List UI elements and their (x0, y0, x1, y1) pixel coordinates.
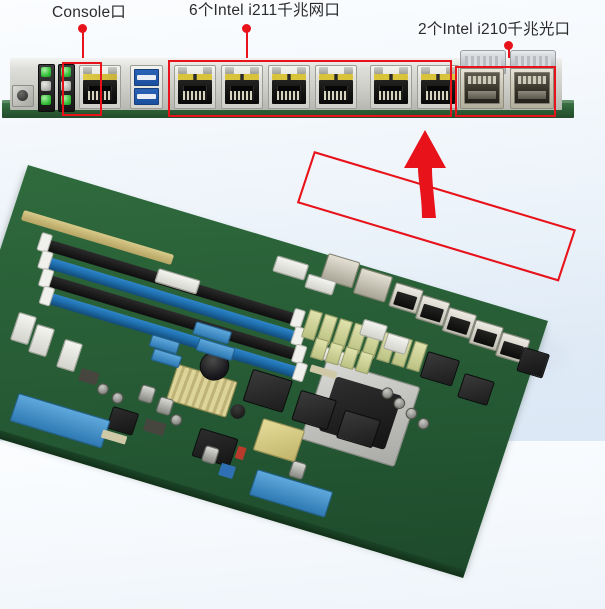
power-connector (272, 255, 310, 281)
front-panel-header (9, 393, 111, 449)
lan-port-5[interactable] (370, 65, 412, 109)
bios-chip (252, 418, 306, 463)
io-panel-closeup (2, 50, 574, 120)
status-led-stack-1 (38, 64, 55, 112)
usb3-stacked-ports[interactable] (130, 65, 163, 109)
zoom-callout-arrow (392, 118, 482, 218)
callout-label-console: Console口 (52, 4, 126, 21)
board-sfp-cage (352, 267, 394, 303)
motherboard-photo (0, 151, 588, 578)
controller-chip (419, 351, 461, 387)
board-io-block (516, 346, 551, 379)
led-indicator (61, 81, 71, 91)
scene: Console口 6个Intel i211千兆网口 2个Intel i210千兆… (0, 0, 605, 441)
led-indicator (41, 67, 51, 77)
highlight-box-i210 (455, 66, 556, 117)
leader-line-i211 (246, 31, 248, 62)
sfp-fiber-port-1[interactable] (460, 68, 504, 109)
leader-line-console (82, 31, 84, 64)
leader-dot-console (78, 24, 87, 33)
highlight-box-console (62, 62, 102, 116)
usb3-port[interactable] (134, 69, 159, 86)
led-indicator (61, 95, 71, 105)
highlight-box-i211 (168, 60, 452, 117)
callout-label-i211: 6个Intel i211千兆网口 (189, 2, 341, 19)
controller-chip (456, 373, 495, 406)
led-indicator (41, 95, 51, 105)
usb3-port[interactable] (134, 88, 159, 105)
led-indicator (41, 81, 51, 91)
lan-port-2[interactable] (221, 65, 263, 109)
callout-label-i210: 2个Intel i210千兆光口 (418, 21, 571, 38)
leader-dot-i211 (242, 24, 251, 33)
reset-button[interactable] (12, 85, 34, 107)
lan-port-4[interactable] (315, 65, 357, 109)
sfp-fiber-port-2[interactable] (510, 68, 554, 109)
leader-dot-i210 (504, 41, 513, 50)
led-indicator (61, 67, 71, 77)
lan-port-3[interactable] (268, 65, 310, 109)
board-header (55, 338, 84, 373)
buzzer (228, 402, 248, 421)
sata-connector (150, 348, 183, 369)
lan-port-1[interactable] (174, 65, 216, 109)
lan-port-6[interactable] (417, 65, 459, 109)
